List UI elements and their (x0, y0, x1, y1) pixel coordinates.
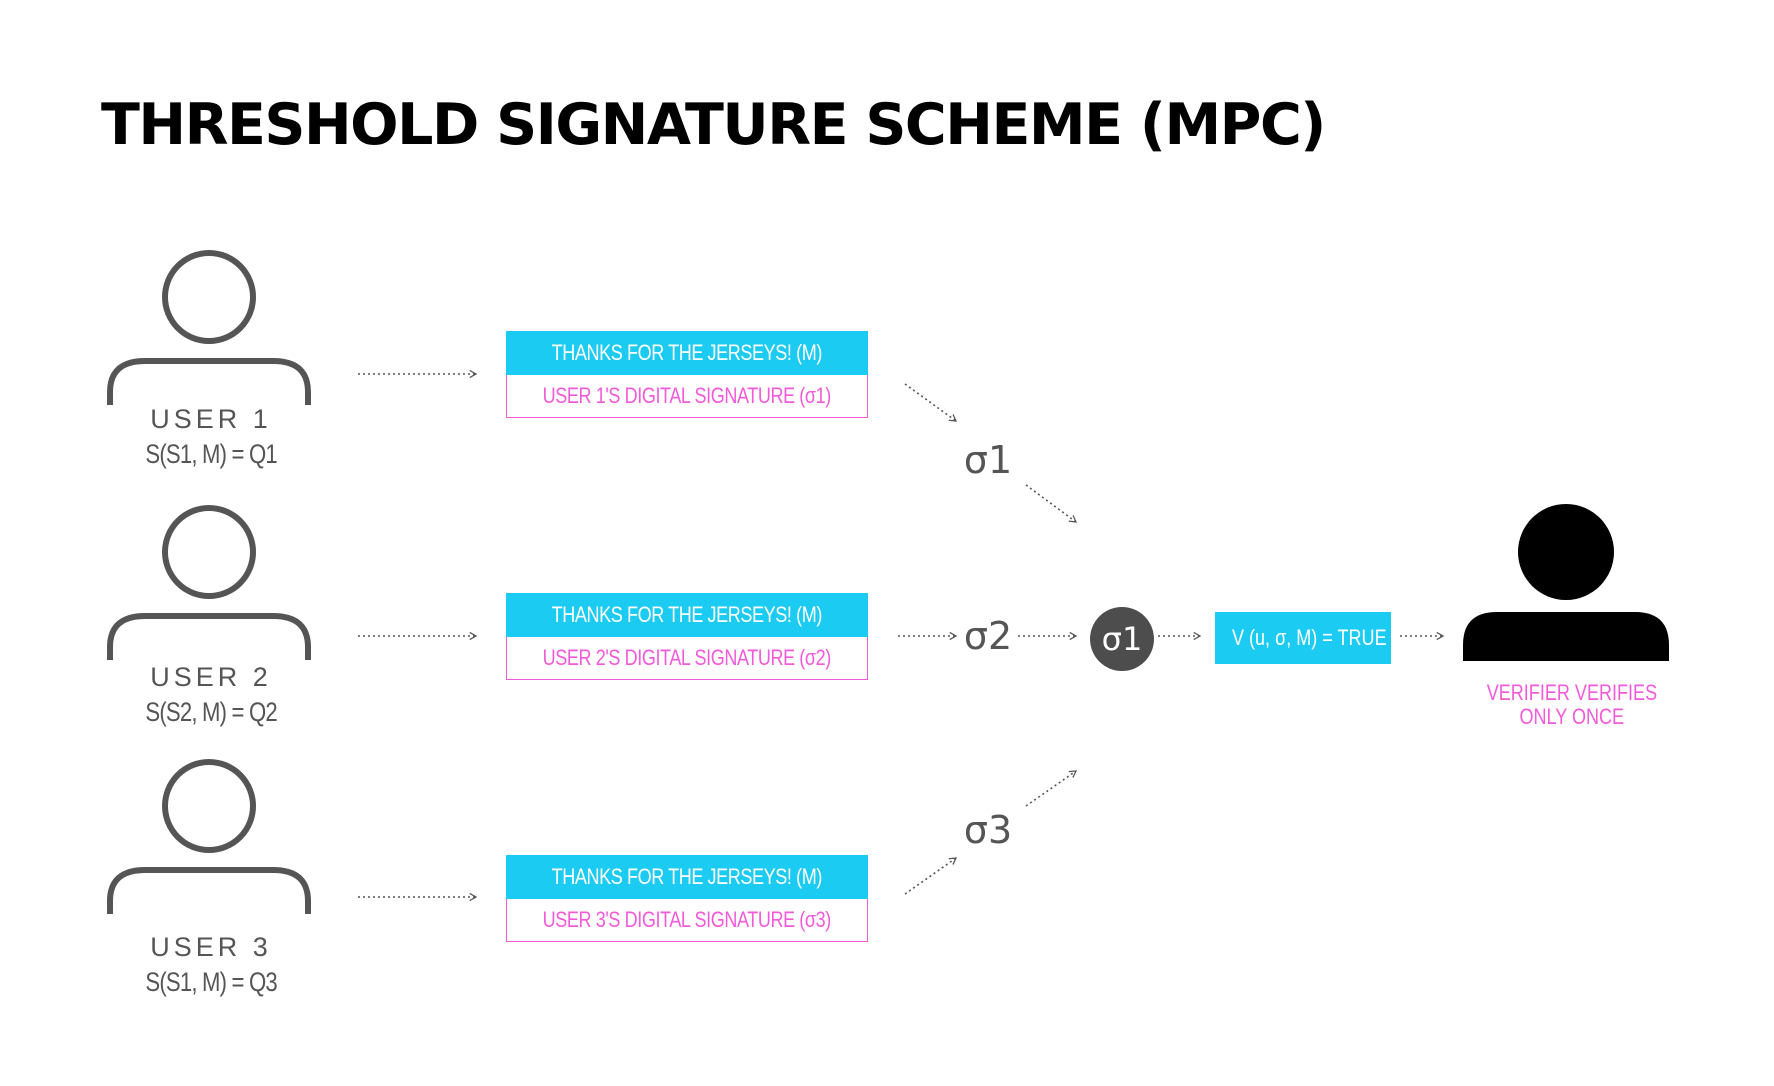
arrow-sigma3-to-aggregate (1025, 770, 1078, 807)
verifier-icon (1463, 504, 1669, 661)
signature-text: USER 3'S DIGITAL SIGNATURE (σ3) (506, 899, 868, 942)
user-3-name: USER 3 (150, 932, 272, 962)
message-box-2: THANKS FOR THE JERSEYS! (M) USER 2'S DIG… (506, 593, 868, 680)
message-box-3: THANKS FOR THE JERSEYS! (M) USER 3'S DIG… (506, 855, 868, 942)
verification-box: V (u, σ, M) = TRUE (1215, 612, 1391, 664)
arrow-sigma1-to-aggregate (1025, 484, 1078, 523)
signature-text: USER 1'S DIGITAL SIGNATURE (σ1) (506, 375, 868, 418)
user-3-formula: S(S1, M) = Q3 (145, 967, 277, 997)
sigma-3-label: σ3 (963, 808, 1013, 852)
page-title: THRESHOLD SIGNATURE SCHEME (MPC) (101, 92, 1326, 158)
sigma-2-label: σ2 (963, 614, 1013, 658)
verifier-caption: VERIFIER VERIFIES ONLY ONCE (1486, 680, 1658, 729)
arrow-message1-to-sigma1 (904, 383, 958, 422)
user-2-icon (107, 505, 311, 660)
user-1-name: USER 1 (150, 404, 272, 434)
message-text: THANKS FOR THE JERSEYS! (M) (506, 855, 868, 899)
user-2-name: USER 2 (150, 662, 272, 692)
user-3-icon (107, 759, 311, 914)
message-text: THANKS FOR THE JERSEYS! (M) (506, 331, 868, 375)
user-1-icon (107, 250, 311, 405)
user-1-label: USER 1 S(S1, M) = Q1 (81, 404, 341, 470)
user-1-formula: S(S1, M) = Q1 (145, 439, 277, 469)
user-2-formula: S(S2, M) = Q2 (145, 697, 277, 727)
message-text: THANKS FOR THE JERSEYS! (M) (506, 593, 868, 637)
user-2-label: USER 2 S(S2, M) = Q2 (81, 662, 341, 728)
signature-text: USER 2'S DIGITAL SIGNATURE (σ2) (506, 637, 868, 680)
message-box-1: THANKS FOR THE JERSEYS! (M) USER 1'S DIG… (506, 331, 868, 418)
aggregate-signature: σ1 (1090, 607, 1154, 671)
user-3-label: USER 3 S(S1, M) = Q3 (81, 932, 341, 998)
arrow-message3-to-sigma3 (904, 857, 958, 895)
sigma-1-label: σ1 (963, 438, 1013, 482)
